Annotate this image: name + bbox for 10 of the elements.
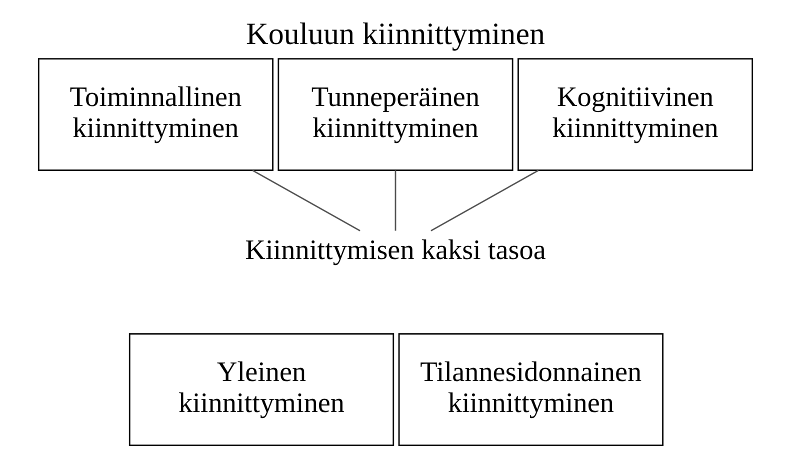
node-box: Kognitiivinen kiinnittyminen	[517, 58, 753, 171]
node-text: Kiinnittymisen kaksi tasoa	[244, 235, 546, 266]
node-box: Toiminnallinen kiinnittyminen	[37, 58, 273, 171]
node-box: Yleinen kiinnittyminen	[128, 333, 394, 446]
diagram-title: Kouluun kiinnittyminen	[246, 16, 544, 52]
node-box: Tunneperäinen kiinnittyminen	[277, 58, 513, 171]
node-box: Tilannesidonnainen kiinnittyminen	[398, 333, 663, 446]
connector	[252, 170, 360, 232]
connector	[430, 170, 538, 232]
connector	[394, 170, 396, 231]
